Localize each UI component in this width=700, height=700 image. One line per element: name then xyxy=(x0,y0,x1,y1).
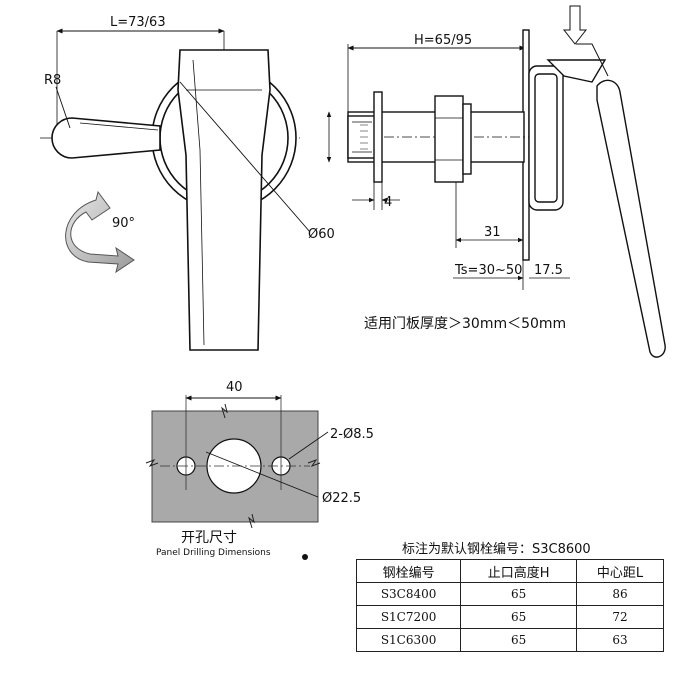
washer xyxy=(373,91,383,183)
small-holes-label: 2-Ø8.5 xyxy=(330,427,374,442)
center-hole-label: Ø22.5 xyxy=(322,491,361,506)
cam-tongue xyxy=(347,115,377,159)
table-row: S1C7200 65 72 xyxy=(355,605,665,629)
front-view xyxy=(40,28,311,351)
push-down-arrow xyxy=(562,5,588,45)
table-cell: S3C8400 xyxy=(355,582,462,606)
lever-highlight xyxy=(79,122,159,131)
length-label: L=73/63 xyxy=(110,15,166,30)
dim-4-label: 4 xyxy=(384,195,392,210)
outer-housing xyxy=(528,65,564,211)
spec-table: 钢栓编号 止口高度H 中心距L S3C8400 65 86 S1C7200 65… xyxy=(355,559,665,652)
small-hole-leader xyxy=(288,431,329,460)
hole-spacing-label: 40 xyxy=(226,380,243,395)
table-cell: S1C7200 xyxy=(355,605,462,629)
header-bolt-code: 钢栓编号 xyxy=(355,559,462,583)
table-cell: 72 xyxy=(575,605,665,629)
diameter-leader xyxy=(179,81,311,233)
table-header-row: 钢栓编号 止口高度H 中心距L xyxy=(355,559,665,583)
hex-nut xyxy=(434,95,464,183)
nut-flange xyxy=(462,103,472,175)
front-main-handle xyxy=(177,49,271,351)
side-view xyxy=(326,5,666,358)
table-row: S3C8400 65 86 xyxy=(355,582,665,606)
dim-17-5-label: 17.5 xyxy=(534,263,563,278)
rotation-arrow xyxy=(65,190,135,274)
housing-inner xyxy=(534,73,558,203)
drilling-title-cn: 开孔尺寸 xyxy=(181,530,237,546)
dim-31-label: 31 xyxy=(484,225,501,240)
handle-outline-top xyxy=(576,43,609,77)
table-cell: 65 xyxy=(460,605,577,629)
bullet-dot xyxy=(302,554,308,560)
angle-label: 90° xyxy=(112,216,135,231)
header-center-distance: 中心距L xyxy=(575,559,665,583)
header-stop-height: 止口高度H xyxy=(460,559,577,583)
side-handle xyxy=(596,79,666,358)
table-cell: 65 xyxy=(460,628,577,652)
radius-leader xyxy=(55,86,71,129)
table-caption: 标注为默认钢栓编号：S3C8600 xyxy=(402,542,591,557)
handle-pivot xyxy=(546,59,607,83)
height-label: H=65/95 xyxy=(414,33,472,48)
thickness-label: Ts=30~50 xyxy=(454,263,522,278)
diameter-label: Ø60 xyxy=(308,227,335,242)
table-cell: S1C6300 xyxy=(355,628,462,652)
table-row: S1C6300 65 63 xyxy=(355,628,665,652)
table-cell: 63 xyxy=(575,628,665,652)
drilling-diagram xyxy=(145,395,329,529)
panel-thickness-note: 适用门板厚度＞30mm＜50mm xyxy=(364,316,567,332)
radius-label: R8 xyxy=(44,73,61,88)
table-cell: 65 xyxy=(460,582,577,606)
table-cell: 86 xyxy=(575,582,665,606)
drilling-title-en: Panel Drilling Dimensions xyxy=(156,548,271,558)
center-hole-leader xyxy=(205,451,319,498)
